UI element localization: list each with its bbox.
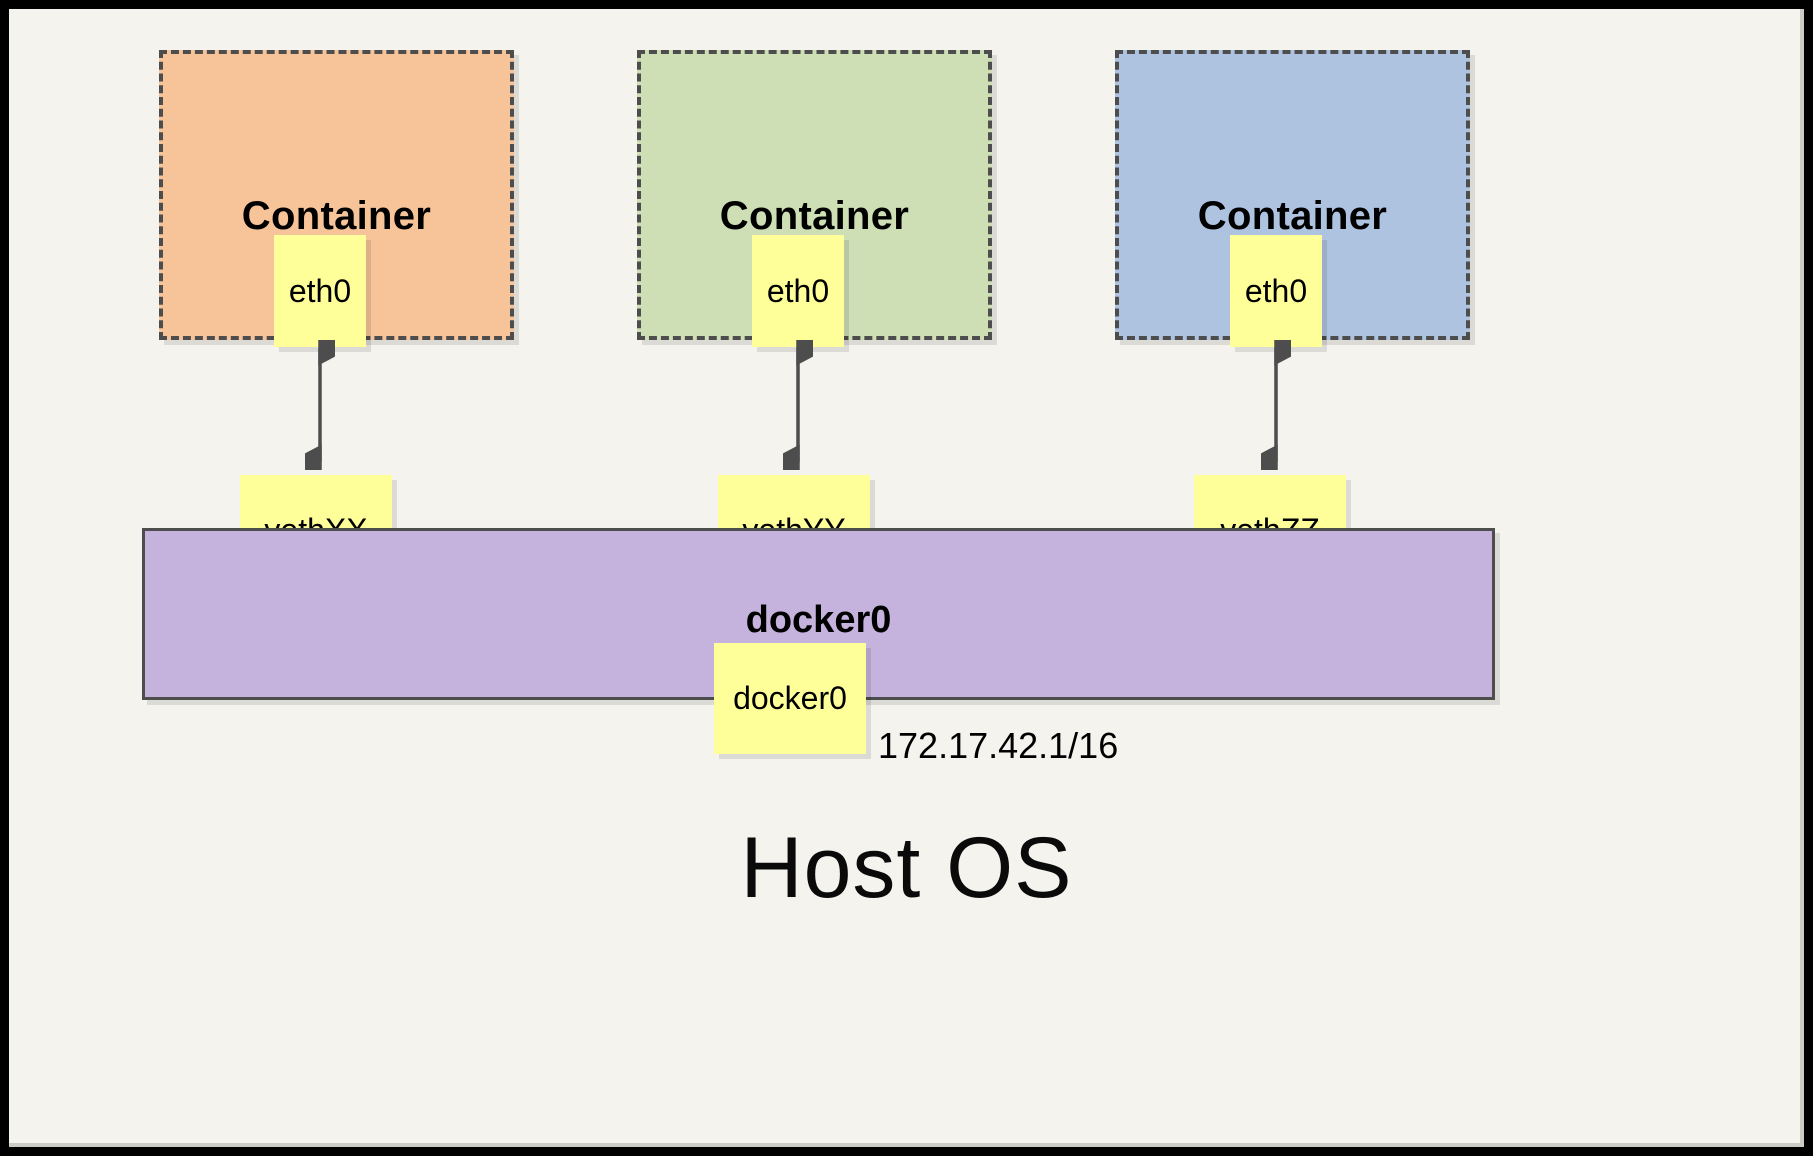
container-2-eth0: eth0 [752,235,844,347]
host-os-panel: Container eth0 vethXX Container et [9,9,1804,1147]
container-1-title: Container [241,194,432,238]
veth-link-arrow-1 [305,340,335,470]
container-3-eth0-label: eth0 [1244,272,1308,309]
host-os-title: Host OS [740,820,1073,916]
docker0-bridge-label: docker0 [745,599,892,641]
veth-link-arrow-2 [783,340,813,470]
container-2-eth0-label: eth0 [766,272,830,309]
container-1-eth0-label: eth0 [288,272,352,309]
container-3-title: Container [1197,194,1388,238]
docker0-interface-box: docker0 [714,643,866,754]
docker0-interface-label: docker0 [733,680,847,716]
veth-link-arrow-3 [1261,340,1291,470]
container-3-eth0: eth0 [1230,235,1322,347]
container-1-eth0: eth0 [274,235,366,347]
container-2-title: Container [719,194,910,238]
docker0-ip-address: 172.17.42.1/16 [878,725,1119,766]
